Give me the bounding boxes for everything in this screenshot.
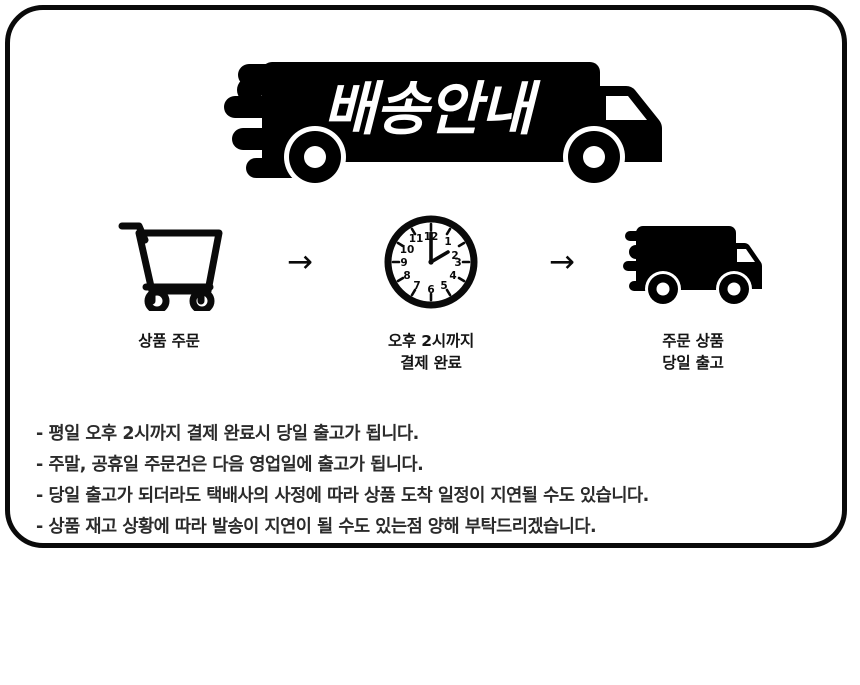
svg-text:4: 4 [449, 270, 456, 282]
banner-title: 배송안내 [323, 75, 541, 143]
shipping-notes-list: - 평일 오후 2시까지 결제 완료시 당일 출고가 됩니다. - 주말, 공휴… [36, 419, 836, 543]
step-order-caption: 상품 주문 [138, 332, 200, 350]
svg-text:11: 11 [409, 233, 424, 245]
process-steps-row: 상품 주문 → [10, 210, 852, 385]
note-line: - 상품 재고 상황에 따라 발송이 지연이 될 수도 있는점 양해 부탁드리겠… [36, 517, 597, 537]
arrow-right-icon: → [549, 243, 575, 280]
header-truck-banner: 배송안내 [10, 24, 852, 184]
truck-wheel-rear [645, 271, 681, 307]
delivery-truck-icon [623, 226, 762, 307]
note-line: - 당일 출고가 되더라도 택배사의 사정에 따라 상품 도착 일정이 지연될 … [36, 486, 649, 506]
truck-wheel-front [563, 126, 625, 184]
truck-wheel-rear [284, 126, 346, 184]
delivery-truck-icon: 배송안내 [224, 62, 663, 184]
step-payment: 12 1 2 3 4 5 6 7 8 9 10 11 [342, 210, 520, 374]
svg-text:5: 5 [440, 280, 447, 292]
svg-text:8: 8 [403, 270, 410, 282]
step-shipping-caption: 주문 상품 당일 출고 [662, 332, 724, 372]
svg-text:3: 3 [454, 257, 461, 269]
step-order-art [113, 210, 225, 314]
clock-icon: 12 1 2 3 4 5 6 7 8 9 10 11 [384, 215, 478, 309]
truck-wheel-front [716, 271, 752, 307]
step-payment-art: 12 1 2 3 4 5 6 7 8 9 10 11 [382, 210, 480, 314]
note-line: - 평일 오후 2시까지 결제 완료시 당일 출고가 됩니다. [36, 424, 419, 444]
svg-text:7: 7 [413, 280, 420, 292]
svg-text:10: 10 [400, 244, 415, 256]
step-shipping: 주문 상품 당일 출고 [604, 210, 782, 374]
svg-text:9: 9 [400, 257, 407, 269]
arrow-right-icon: → [287, 243, 313, 280]
svg-text:1: 1 [444, 236, 451, 248]
shipping-notice-card: 배송안내 [5, 5, 847, 548]
svg-text:2: 2 [451, 250, 458, 262]
step-payment-caption: 오후 2시까지 결제 완료 [387, 332, 475, 372]
step-shipping-art [623, 210, 763, 314]
step-order: 상품 주문 [80, 210, 258, 352]
shopping-cart-icon [118, 222, 223, 311]
svg-text:6: 6 [427, 284, 434, 296]
note-line: - 주말, 공휴일 주문건은 다음 영업일에 출고가 됩니다. [36, 455, 424, 475]
